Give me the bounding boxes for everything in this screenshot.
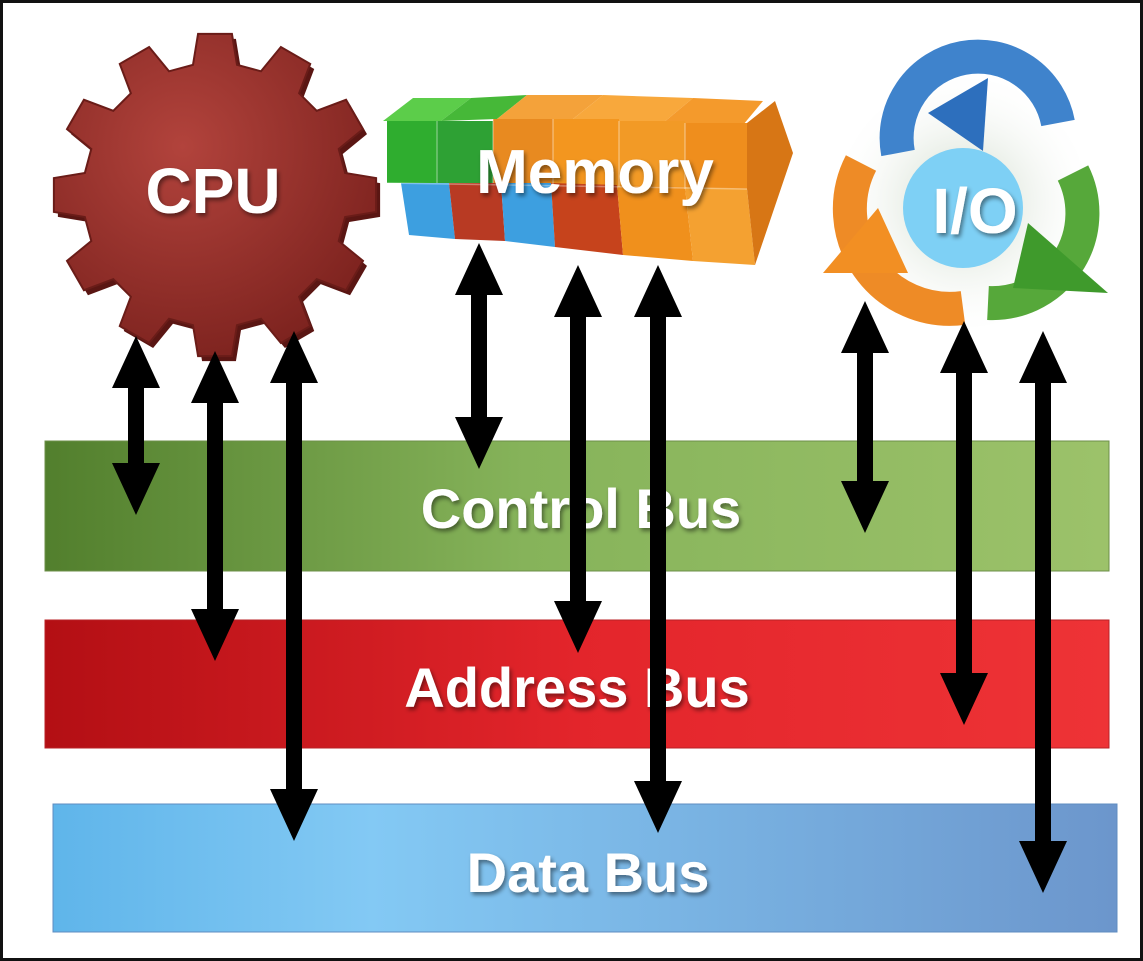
data-bus: Data Bus [52, 803, 1118, 933]
cycle-arrows-icon [823, 39, 1108, 326]
memory-data-arrow [634, 265, 682, 833]
cpu-label: CPU [145, 155, 280, 227]
cpu-component: CPU [52, 32, 381, 362]
data-bus-label: Data Bus [467, 841, 710, 904]
memory-address-arrow [554, 265, 602, 653]
io-label: I/O [932, 175, 1017, 247]
memory-label: Memory [476, 138, 714, 207]
cpu-address-arrow [191, 351, 239, 661]
cpu-data-arrow [270, 331, 318, 841]
memory-control-arrow [455, 243, 503, 469]
cpu-control-arrow [112, 336, 160, 515]
bus-arrows [112, 243, 1067, 893]
memory-component: Memory [383, 95, 793, 265]
gear-icon [52, 32, 381, 362]
address-bus-label: Address Bus [404, 656, 749, 719]
io-data-arrow [1019, 331, 1067, 893]
io-component: I/O [823, 39, 1108, 328]
gear-body [52, 32, 378, 358]
memory-blocks-icon [383, 95, 793, 265]
io-control-arrow [841, 301, 889, 533]
io-address-arrow [940, 321, 988, 725]
